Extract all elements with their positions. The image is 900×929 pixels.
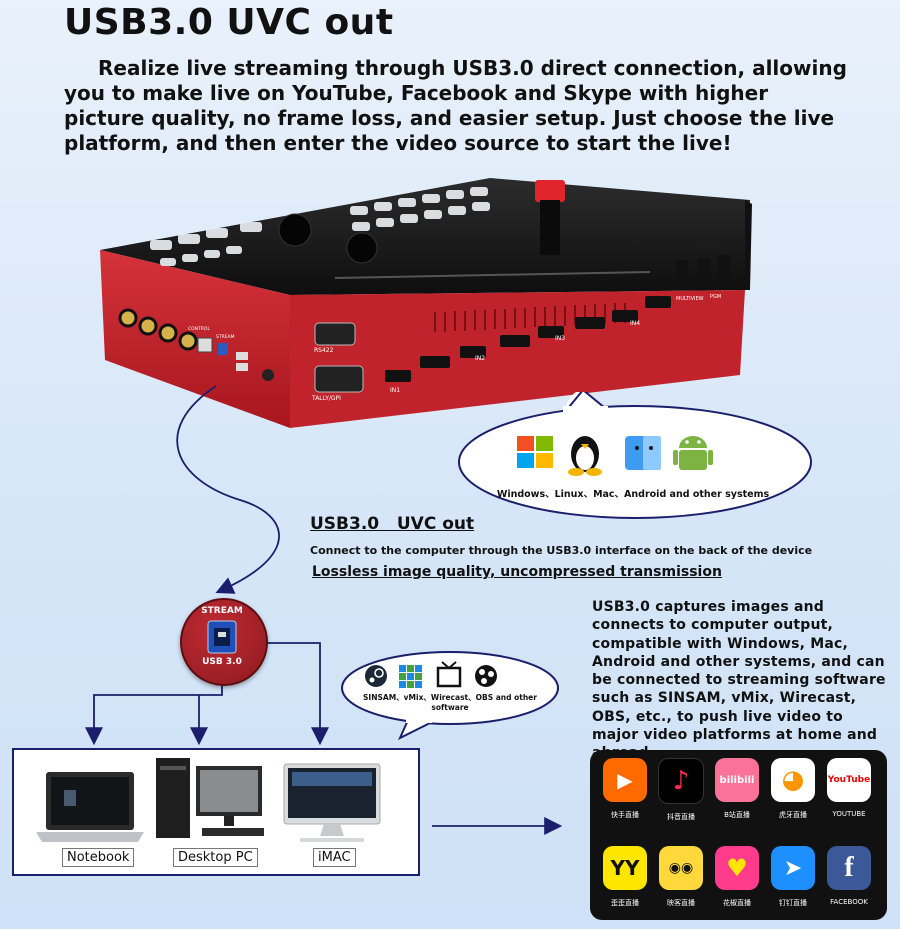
app-tile: f FACEBOOK: [826, 846, 872, 906]
usb-b-port-icon: [207, 620, 237, 654]
windows-icon: [517, 436, 553, 468]
app-tile: bilibili B站直播: [714, 758, 760, 820]
desktop-pc-label: Desktop PC: [173, 848, 258, 867]
port-label-uhd: UHD: [702, 243, 716, 250]
port-label-multiview: MULTIVIEW: [676, 296, 704, 302]
port-label-in3: IN3: [555, 335, 565, 342]
facebook-icon: f: [827, 846, 871, 890]
app-tile: ♪ 抖音直播: [658, 758, 704, 822]
usb-badge-top-label: STREAM: [201, 606, 243, 616]
obs-icon: [475, 665, 497, 687]
live-platforms-panel: ▶ 快手直播 ♪ 抖音直播 bilibili B站直播 ◕ 虎牙直播 YouTu…: [590, 750, 887, 920]
kuaishou-icon: ▶: [603, 758, 647, 802]
port-label-stream: STREAM: [216, 334, 235, 340]
yingke-icon: ◉◉: [659, 846, 703, 890]
port-label-tally: TALLY/GPI: [311, 395, 341, 402]
app-tile: YouTube YOUTUBE: [826, 758, 872, 818]
notebook-label: Notebook: [62, 848, 135, 867]
page-title: USB3.0 UVC out: [64, 2, 394, 43]
port-label-in2: IN2: [475, 355, 485, 362]
youtube-icon: YouTube: [827, 758, 871, 802]
yy-icon: YY: [603, 846, 647, 890]
port-label-pgm: PGM: [710, 294, 721, 300]
mac-icon: [625, 436, 661, 470]
port-label-in4: IN4: [630, 320, 640, 327]
app-tile: ♥ 花椒直播: [714, 846, 760, 908]
software-bubble: [341, 651, 559, 740]
douyin-icon: ♪: [658, 758, 704, 804]
vmix-icon: [399, 665, 422, 688]
huajiao-icon: ♥: [715, 846, 759, 890]
dingtalk-icon: ➤: [771, 846, 815, 890]
android-icon: [673, 436, 713, 470]
huya-icon: ◕: [771, 758, 815, 802]
switcher-device-image: RS422 TALLY/GPI IN1 IN2 IN3 IN4 MULTIVIE…: [100, 178, 752, 428]
uvc-description: Connect to the computer through the USB3…: [310, 544, 813, 557]
software-caption: SINSAM、vMix、Wirecast、OBS and other softw…: [363, 693, 537, 712]
uvc-lossless-note: Lossless image quality, uncompressed tra…: [312, 564, 722, 580]
os-compatibility-bubble: [458, 392, 812, 519]
app-tile: ◉◉ 映客直播: [658, 846, 704, 908]
uvc-subtitle: USB3.0 UVC out: [310, 514, 475, 534]
imac-label: iMAC: [313, 848, 356, 867]
app-tile: ➤ 钉钉直播: [770, 846, 816, 908]
os-caption: Windows、Linux、Mac、Android and other syst…: [496, 489, 770, 500]
port-label-control: CONTROL: [188, 326, 210, 332]
app-tile: YY 歪歪直播: [602, 846, 648, 908]
port-label-in1: IN1: [390, 387, 400, 394]
imac-icon: [283, 763, 381, 842]
usb-badge-bottom-label: USB 3.0: [202, 657, 242, 667]
desktop-pc-icon: [156, 758, 264, 838]
app-tile: ▶ 快手直播: [602, 758, 648, 820]
compatibility-description: USB3.0 captures images and connects to c…: [592, 599, 886, 761]
bilibili-icon: bilibili: [715, 758, 759, 802]
intro-text: Realize live streaming through USB3.0 di…: [64, 56, 847, 155]
app-tile: ◕ 虎牙直播: [770, 758, 816, 820]
wirecast-icon: [436, 661, 462, 688]
notebook-icon: [36, 772, 144, 842]
linux-icon: [568, 436, 602, 476]
steam-icon: [365, 665, 387, 687]
port-label-rs422: RS422: [314, 347, 334, 354]
